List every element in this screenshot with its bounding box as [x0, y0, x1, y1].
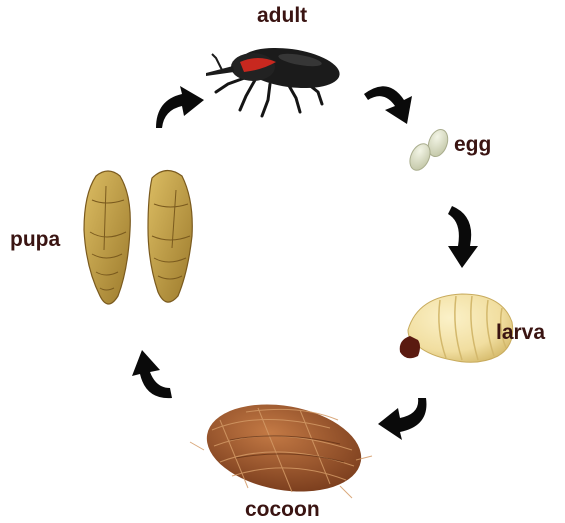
stage-label-cocoon: cocoon: [245, 498, 320, 522]
pupa-icon: [84, 170, 192, 304]
eggs-icon: [406, 127, 451, 174]
arrow-egg-to-larva-icon: [448, 206, 478, 268]
stage-label-larva: larva: [496, 321, 545, 345]
arrow-adult-to-egg-icon: [364, 86, 412, 124]
fiber-cocoon-icon: [190, 393, 372, 503]
stage-label-egg: egg: [454, 133, 491, 157]
weevil-adult-icon: [206, 42, 342, 116]
stage-label-pupa: pupa: [10, 228, 60, 252]
arrow-pupa-to-adult-icon: [156, 86, 204, 128]
arrow-cocoon-to-pupa-icon: [132, 350, 172, 398]
stage-label-adult: adult: [257, 4, 307, 28]
arrow-larva-to-cocoon-icon: [378, 398, 426, 440]
